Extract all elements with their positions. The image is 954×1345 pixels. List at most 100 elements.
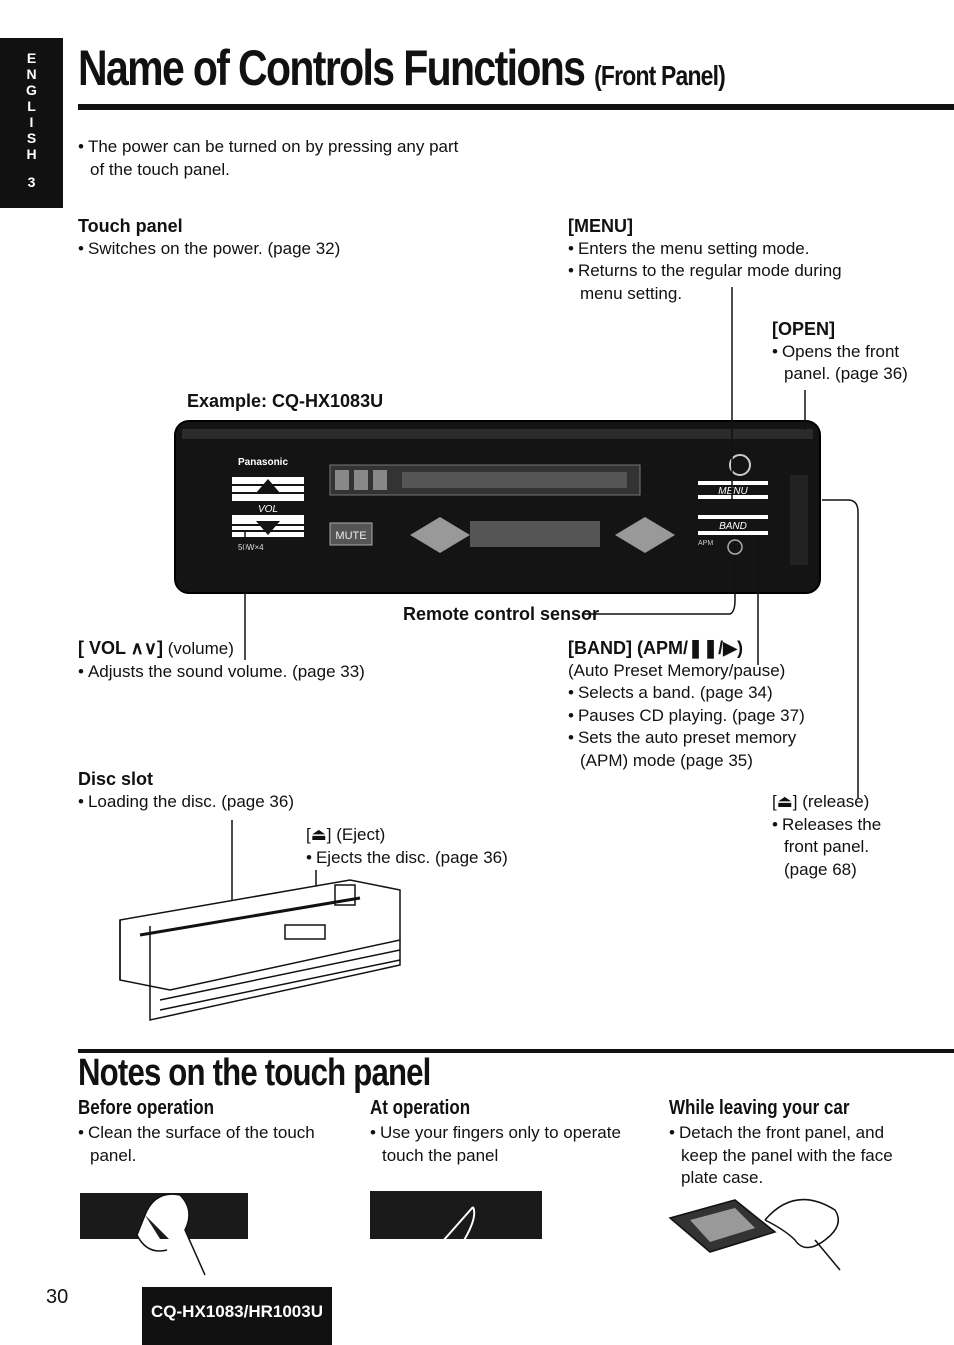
band-desc-2: Pauses CD playing. (page 37): [577, 705, 805, 725]
title-rule: [78, 104, 954, 110]
release-desc-cont-1: front panel.: [784, 837, 870, 856]
opened-unit-illustration: [119, 879, 401, 1021]
disc-left-arrow-icon: [410, 517, 470, 553]
eject-desc: Ejects the disc. (page 36): [315, 847, 508, 867]
disc-slot-heading: Disc slot: [78, 769, 154, 789]
mechanism: [334, 884, 356, 906]
page-title: Name of Controls Functions (Front Panel): [78, 38, 726, 106]
finger-icon: [394, 1206, 476, 1283]
tab-letter: L: [27, 98, 36, 114]
release-heading: [⏏] (release): [772, 792, 870, 811]
menu-button[interactable]: MENU: [698, 481, 768, 499]
remote-sensor-leader: [582, 555, 736, 615]
before-operation-block: Before operation Clean the surface of th…: [78, 1097, 315, 1167]
model-number: CQ-HX1083/HR1003U: [142, 1287, 332, 1345]
eject-button[interactable]: [284, 924, 326, 940]
unit-frame: [119, 920, 401, 1021]
display-segment: [335, 470, 349, 490]
tab-letter: N: [26, 66, 37, 82]
disc-slot: [139, 896, 361, 937]
band-button-band: [698, 519, 768, 531]
touch-panel-block: Touch panel Switches on the power. (page…: [78, 215, 340, 260]
panel-body: [174, 420, 821, 594]
tab-letter: S: [26, 130, 37, 146]
intro-line-1: The power can be turned on by pressing a…: [87, 137, 459, 156]
vol-block: [ VOL ∧∨] (volume) Adjusts the sound vol…: [78, 637, 365, 683]
display-segment: [373, 470, 387, 490]
leaving-car-line-3: plate case.: [681, 1168, 764, 1187]
at-operation-line-2: touch the panel: [382, 1145, 499, 1165]
before-operation-line-2: panel.: [90, 1145, 137, 1165]
remote-sensor: [727, 539, 743, 555]
release-leader: [822, 499, 859, 798]
menu-desc-1: Enters the menu setting mode.: [577, 238, 810, 258]
page-title-sub: (Front Panel): [594, 60, 726, 91]
vol-button[interactable]: VOL: [232, 477, 304, 537]
tab-letter: H: [26, 146, 37, 162]
leaving-car-heading: While leaving your car: [669, 1097, 850, 1119]
display-segment: [354, 470, 368, 490]
detach-panel-illustration: [668, 1198, 841, 1271]
panel-brand: Panasonic: [238, 457, 288, 468]
front-panel-illustration: Panasonic VOL 50W×4 MUTE MENU BAND APM: [174, 420, 821, 594]
band-heading: [BAND] (APM/❚❚/▶): [568, 638, 743, 658]
tab-letter: E: [26, 50, 37, 66]
hand-case-icon: [764, 1198, 841, 1271]
menu-heading: [MENU]: [568, 216, 633, 236]
vol-label-band: [232, 501, 304, 515]
release-desc-cont-2: (page 68): [784, 859, 857, 879]
band-block: [BAND] (APM/❚❚/▶) (Auto Preset Memory/pa…: [568, 637, 805, 772]
vol-label: VOL: [258, 504, 278, 515]
leaving-car-line-1: Detach the front panel, and: [678, 1123, 885, 1142]
remote-sensor-label: Remote control sensor: [403, 604, 600, 624]
apm-label: APM: [698, 540, 713, 547]
menu-block: [MENU] Enters the menu setting mode. Ret…: [568, 215, 842, 305]
notes-rule: [78, 1049, 954, 1053]
at-operation-line-1: Use your fingers only to operate: [379, 1123, 621, 1142]
menu-desc-2: Returns to the regular mode during: [577, 261, 842, 280]
band-button-label: BAND: [719, 521, 747, 532]
intro-line-2: of the touch panel.: [90, 159, 230, 179]
band-desc-3: Sets the auto preset memory: [577, 728, 797, 747]
hand-cloth-icon: [136, 1193, 206, 1276]
example-label: Example: CQ-HX1083U: [187, 391, 384, 411]
power-label: 50W×4: [238, 543, 264, 552]
disc-slot-desc: Loading the disc. (page 36): [87, 791, 294, 811]
tab-letter: G: [26, 82, 37, 98]
at-operation-block: At operation Use your fingers only to op…: [370, 1097, 621, 1167]
release-desc: Releases the: [781, 814, 882, 834]
cleaning-illustration: [80, 1193, 248, 1276]
vol-desc: Adjusts the sound volume. (page 33): [87, 661, 365, 681]
tab-letter: I: [29, 114, 34, 130]
band-button[interactable]: BAND: [698, 515, 768, 535]
open-block: [OPEN] Opens the front panel. (page 36): [772, 318, 908, 386]
vol-heading: [ VOL ∧∨]: [78, 638, 164, 658]
face-plate-window: [690, 1208, 755, 1242]
touch-panel-heading: Touch panel: [78, 216, 183, 236]
menu-button-band: [698, 485, 768, 495]
mute-label: MUTE: [335, 530, 366, 542]
before-operation-heading: Before operation: [78, 1097, 215, 1119]
open-desc-cont: panel. (page 36): [784, 364, 908, 383]
eject-heading: [⏏] (Eject): [306, 825, 386, 844]
open-button[interactable]: [790, 475, 808, 565]
leaving-car-block: While leaving your car Detach the front …: [669, 1097, 893, 1190]
page-title-main: Name of Controls Functions: [78, 40, 586, 96]
menu-desc-2-cont: menu setting.: [580, 283, 683, 303]
open-heading: [OPEN]: [772, 319, 835, 339]
before-operation-line-1: Clean the surface of the touch: [87, 1123, 315, 1142]
disc-slot-block: Disc slot Loading the disc. (page 36): [78, 768, 294, 813]
disc-right-arrow-icon: [615, 517, 675, 553]
eject-block: [⏏] (Eject) Ejects the disc. (page 36): [306, 824, 508, 869]
vol-heading-suffix: (volume): [167, 639, 234, 658]
release-block: [⏏] (release) Releases the front panel. …: [772, 791, 881, 881]
vol-down-icon: [256, 521, 280, 535]
vol-up-icon: [256, 479, 280, 493]
display-dot-matrix: [402, 472, 627, 488]
sirius-icon: [729, 454, 751, 476]
page-number: 30: [46, 1286, 69, 1308]
notes-title: Notes on the touch panel: [78, 1052, 431, 1094]
panel-edge: [159, 949, 401, 1011]
band-desc-3-cont: (APM) mode (page 35): [580, 750, 753, 770]
